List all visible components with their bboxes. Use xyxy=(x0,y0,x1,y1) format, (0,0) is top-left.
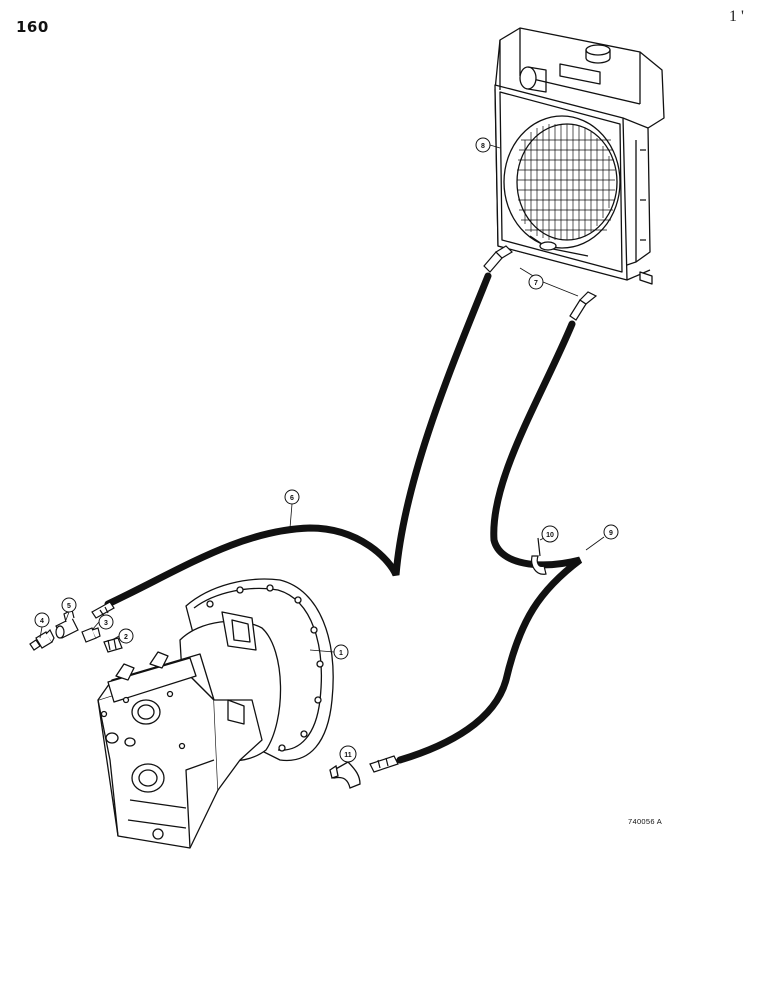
svg-text:7: 7 xyxy=(534,280,538,287)
callout-9: 9 xyxy=(603,524,619,540)
clamp-10 xyxy=(531,537,547,575)
svg-text:5: 5 xyxy=(67,603,71,610)
svg-text:1: 1 xyxy=(339,650,343,657)
fitting-3 xyxy=(81,627,101,643)
callout-7: 7 xyxy=(528,274,544,290)
callout-5: 5 xyxy=(61,597,77,613)
fitting-4 xyxy=(29,628,55,651)
figure-code: 740056 A xyxy=(628,817,663,826)
callout-8: 8 xyxy=(475,137,491,153)
transmission xyxy=(97,578,334,849)
radiator xyxy=(494,27,665,285)
corner-mark: 1 ' xyxy=(729,8,744,25)
svg-text:3: 3 xyxy=(104,620,108,627)
svg-text:11: 11 xyxy=(344,752,352,759)
hose-6 xyxy=(104,272,492,608)
svg-text:8: 8 xyxy=(481,143,485,150)
hose-fittings xyxy=(91,245,598,773)
callout-2: 2 xyxy=(118,628,134,644)
page-number: 160 xyxy=(16,18,49,36)
callout-11: 11 xyxy=(339,745,357,763)
hose-9 xyxy=(396,320,583,764)
callout-4: 4 xyxy=(34,612,50,628)
svg-text:2: 2 xyxy=(124,634,128,641)
svg-text:9: 9 xyxy=(609,530,613,537)
tee-fitting-5 xyxy=(55,609,79,639)
elbow-11 xyxy=(329,761,361,789)
svg-text:4: 4 xyxy=(40,618,44,625)
callout-6: 6 xyxy=(284,489,300,505)
fitting-2 xyxy=(103,637,123,653)
svg-text:6: 6 xyxy=(290,495,294,502)
callout-1: 1 xyxy=(333,644,349,660)
svg-text:10: 10 xyxy=(546,532,554,539)
callout-3: 3 xyxy=(98,614,114,630)
callout-10: 10 xyxy=(541,525,559,543)
